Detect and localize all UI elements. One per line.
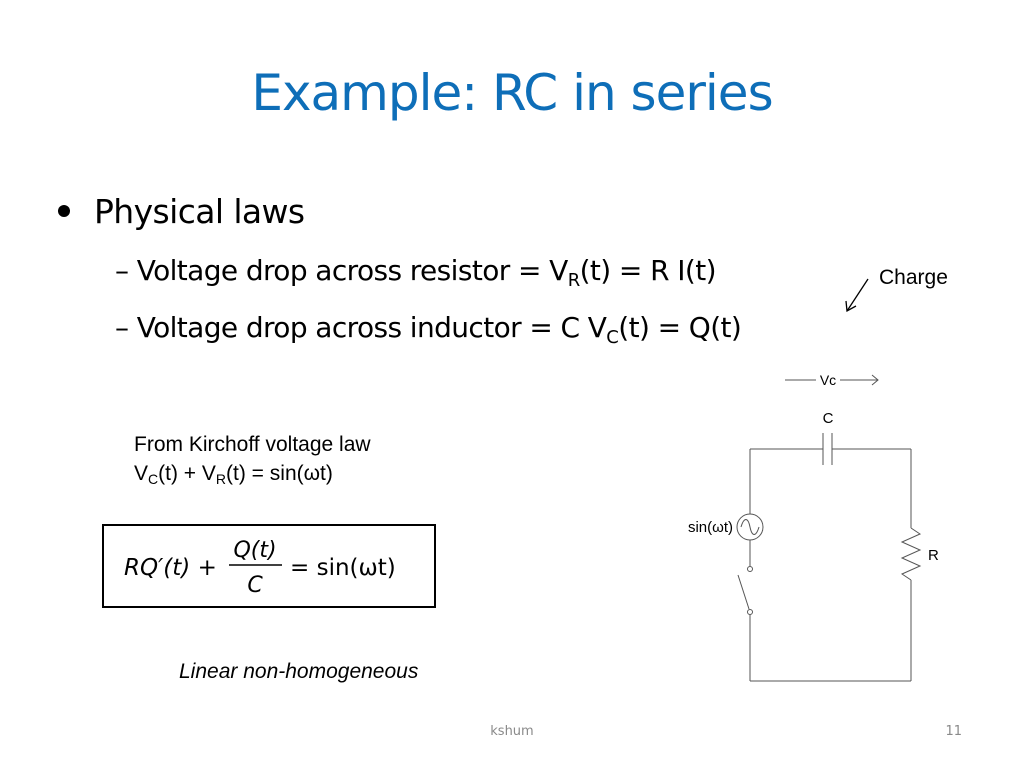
sub-bullet-text: (t) = Q(t) xyxy=(618,311,742,344)
equation-box: RQ′(t) + Q(t) C = sin(ωt) xyxy=(102,524,436,608)
switch-terminal-icon xyxy=(747,566,753,572)
equation-numerator: Q(t) xyxy=(233,538,276,563)
sub-bullet-text: – Voltage drop across inductor = C V xyxy=(115,311,607,344)
equation-lhs: RQ′(t) + xyxy=(124,555,217,581)
bullet-text: Physical laws xyxy=(94,192,305,231)
text: (t) + V xyxy=(158,462,216,485)
kirchoff-title: From Kirchoff voltage law xyxy=(134,433,371,456)
resistor-icon xyxy=(900,527,922,581)
equation-formula: RQ′(t) + Q(t) C = sin(ωt) xyxy=(124,538,396,598)
switch-terminal-icon xyxy=(747,609,753,615)
capacitor-label: C xyxy=(823,410,834,427)
source-label: sin(ωt) xyxy=(688,519,733,536)
subscript: R xyxy=(215,471,227,487)
equation-denominator: C xyxy=(247,573,263,598)
ac-source-wave-icon xyxy=(740,519,760,535)
charge-label: Charge xyxy=(879,266,948,289)
arrow-down-left-icon xyxy=(845,278,869,313)
subscript: R xyxy=(567,270,581,291)
resistor-label: R xyxy=(928,547,939,564)
subscript: C xyxy=(606,327,619,348)
switch-icon xyxy=(737,574,750,610)
sub-bullet-resistor: – Voltage drop across resistor = VR(t) =… xyxy=(115,254,717,290)
sub-bullet-text: – Voltage drop across resistor = V xyxy=(115,254,568,287)
bullet-dot-icon xyxy=(58,204,70,217)
kirchoff-equation: VC(t) + VR(t) = sin(ωt) xyxy=(134,459,371,488)
slide-title: Example: RC in series xyxy=(251,64,773,122)
vc-label: Vc xyxy=(820,372,836,388)
text: V xyxy=(134,462,149,485)
equation-type-label: Linear non-homogeneous xyxy=(179,660,419,683)
text: (t) = sin(ωt) xyxy=(226,462,333,485)
page-number: 11 xyxy=(945,724,962,739)
footer-author: kshum xyxy=(490,724,534,739)
vc-arrow-head-icon xyxy=(871,374,879,386)
rc-circuit-diagram: Vc C R sin(ωt) xyxy=(688,372,939,682)
bullet-physical-laws: Physical laws xyxy=(58,192,305,231)
kirchoff-note: From Kirchoff voltage law VC(t) + VR(t) … xyxy=(134,430,371,488)
sub-bullet-capacitor: – Voltage drop across inductor = C VC(t)… xyxy=(115,311,742,347)
subscript: C xyxy=(148,471,159,487)
sub-bullet-text: (t) = R I(t) xyxy=(579,254,717,287)
equation-rhs: = sin(ωt) xyxy=(290,555,396,581)
